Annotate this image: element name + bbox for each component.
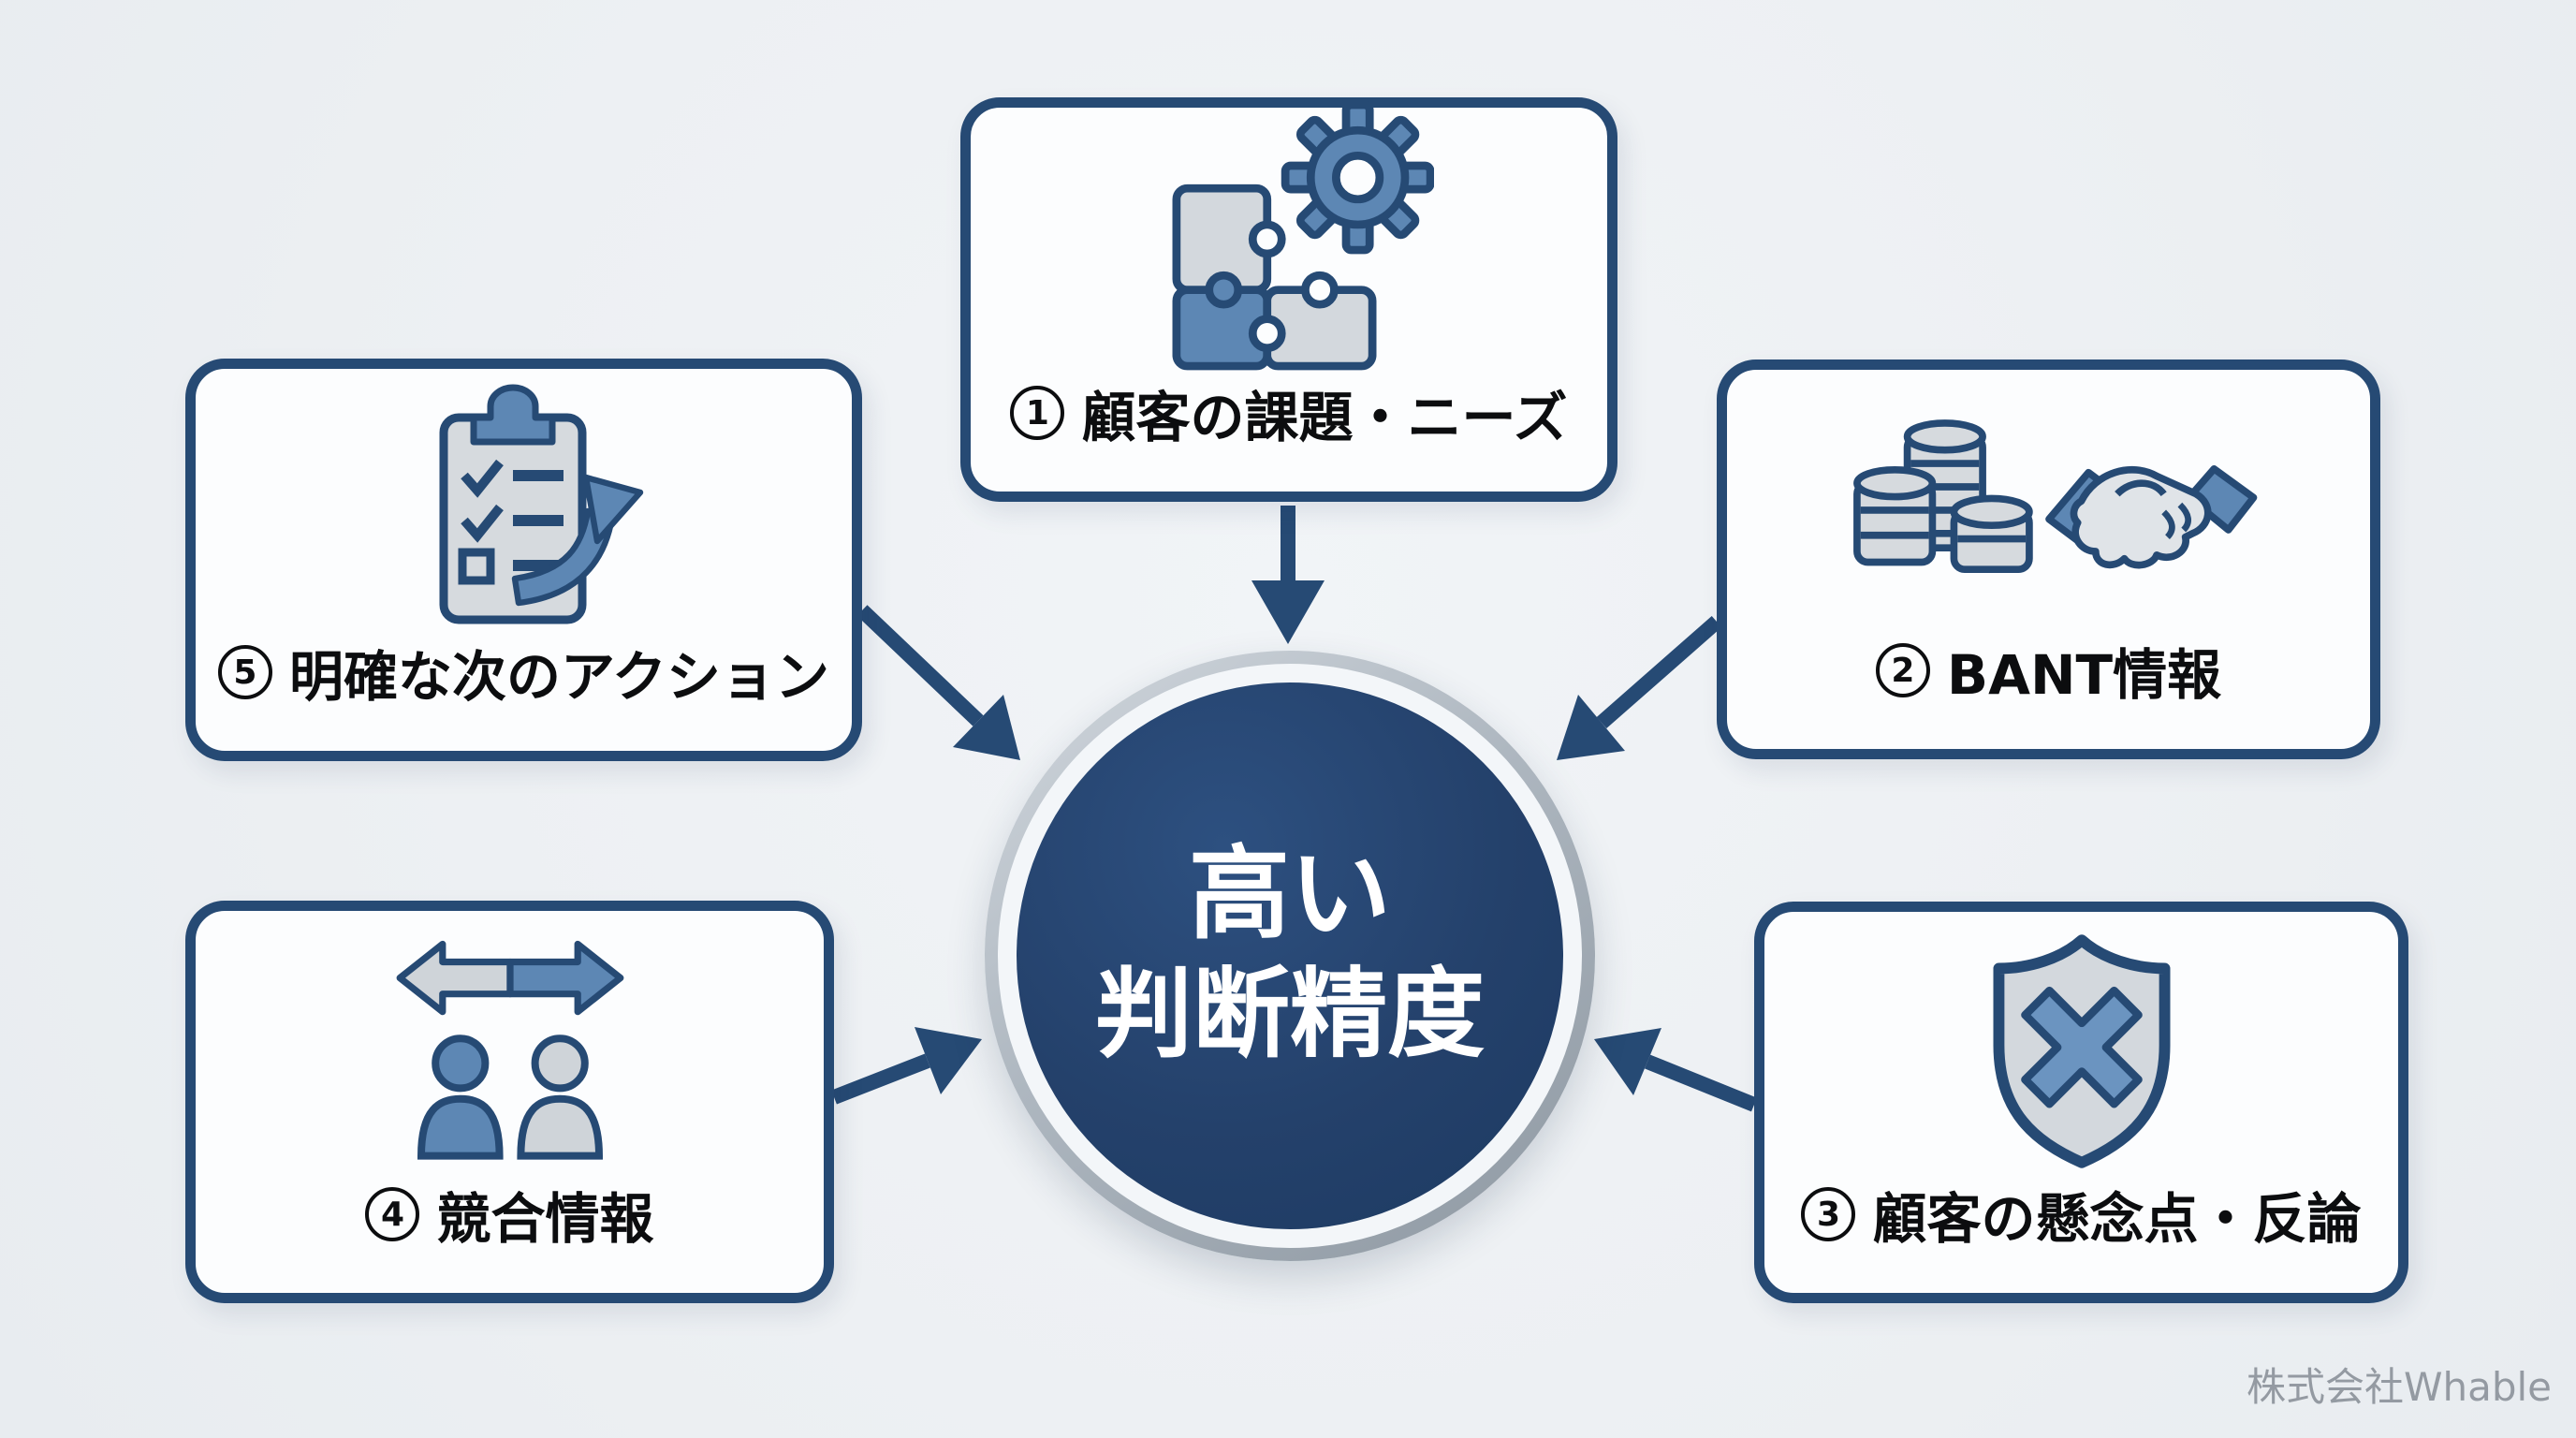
box-5-label: 5 明確な次のアクション <box>217 633 830 712</box>
arrow-box2-to-center <box>1557 615 1722 760</box>
circled-number-5: 5 <box>217 645 272 699</box>
coins-handshake-icon <box>1834 370 2264 631</box>
center-text-line1: 高い <box>1188 835 1391 953</box>
box-2-bant-info: 2 BANT情報 <box>1717 360 2380 759</box>
box-5-label-text: 明確な次のアクション <box>288 645 830 709</box>
box-4-label: 4 競合情報 <box>365 1175 654 1254</box>
box-1-customer-issues: 1 顧客の課題・ニーズ <box>960 97 1617 502</box>
box-3-customer-concerns: 3 顧客の懸念点・反論 <box>1754 902 2408 1303</box>
circled-number-4: 4 <box>365 1187 420 1241</box>
box-5-next-action: 5 明確な次のアクション <box>185 359 862 761</box>
circled-number-1: 1 <box>1010 386 1065 440</box>
arrow-box1-to-center <box>1251 506 1325 644</box>
box-1-label: 1 顧客の課題・ニーズ <box>1010 374 1568 452</box>
shield-cross-icon-svg <box>1993 933 2170 1168</box>
puzzle-gear-icon-svg <box>1172 101 1434 371</box>
center-text-line2: 判断精度 <box>1094 957 1485 1072</box>
box-2-label-text: BANT情報 <box>1946 643 2222 707</box>
box-1-label-text: 顧客の課題・ニーズ <box>1081 386 1568 449</box>
box-4-label-text: 競合情報 <box>436 1187 654 1251</box>
arrow-box3-to-center <box>1594 1028 1757 1112</box>
box-2-label: 2 BANT情報 <box>1875 631 2222 710</box>
arrow-box4-to-center <box>831 1027 982 1105</box>
center-circle: 高い 判断精度 <box>985 651 1595 1261</box>
puzzle-gear-icon <box>1144 86 1434 374</box>
arrow-box5-to-center <box>856 605 1020 760</box>
people-exchange-icon <box>386 911 635 1175</box>
box-4-competitor-info: 4 競合情報 <box>185 901 834 1303</box>
shield-cross-icon <box>1981 912 2183 1175</box>
center-circle-core: 高い 判断精度 <box>1017 682 1563 1229</box>
box-3-label: 3 顧客の懸念点・反論 <box>1801 1175 2362 1254</box>
box-3-label-text: 顧客の懸念点・反論 <box>1872 1187 2362 1251</box>
clipboard-next-action-icon <box>402 365 646 633</box>
company-credit: 株式会社Whable <box>2246 1364 2552 1410</box>
clipboard-next-action-icon-svg <box>439 384 643 624</box>
people-exchange-icon-svg <box>396 940 623 1160</box>
coins-handshake-icon-svg <box>1852 418 2257 573</box>
center-circle-gap: 高い 判断精度 <box>998 664 1582 1248</box>
circled-number-3: 3 <box>1801 1187 1856 1241</box>
circled-number-2: 2 <box>1875 643 1930 697</box>
